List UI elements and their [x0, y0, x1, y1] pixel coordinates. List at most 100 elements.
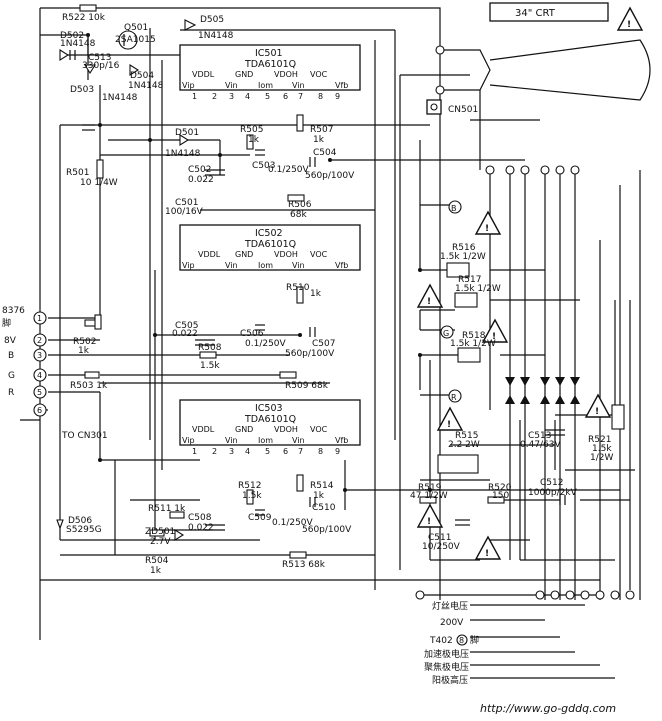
r516-body: [446, 262, 470, 278]
label-r520-val: 150: [492, 491, 509, 501]
ic503-pin-num: 3: [229, 447, 234, 456]
r504-body: [149, 529, 165, 537]
ic503-pin-vddl: VDDL: [192, 425, 215, 434]
warning-icon: !: [416, 283, 444, 308]
ic503-pin-voc: VOC: [310, 425, 328, 434]
ic503-pin-num: 2: [212, 447, 217, 456]
label-r508-val: 1.5k: [200, 361, 220, 371]
label-c512-val: 1000p/2kV: [528, 488, 578, 498]
label-q501-part: 2SA1015: [115, 35, 156, 45]
ic503-part: TDA6101Q: [244, 414, 296, 425]
cn501-label: CN501: [448, 105, 478, 115]
label-r517: R517: [458, 275, 481, 285]
label-c509-val: 0.1/250V: [272, 518, 314, 528]
label-r504: R504: [145, 556, 169, 566]
label-r512: R512: [238, 481, 261, 491]
ic501-pin-num: 2: [212, 92, 217, 101]
conn-pin-2: 2: [37, 336, 42, 345]
ic502-pin-vip: Vip: [182, 261, 195, 270]
wiring: [20, 7, 641, 679]
title-text: 34" CRT: [515, 8, 556, 19]
ic501-pin-gnd: GND: [235, 70, 253, 79]
label-r505: R505: [240, 125, 263, 135]
node-g: G: [443, 329, 449, 338]
label-200v: 200V: [440, 618, 464, 628]
r511-body: [169, 511, 185, 519]
label-anode-hv: 阳极高压: [432, 674, 468, 686]
label-r512-val: 1.5k: [242, 491, 262, 501]
left-connector: 1 2 3 4 5 6 8376 脚 8V B G R TO CN301: [2, 306, 108, 441]
label-r502: R502: [73, 337, 96, 347]
svg-text:!: !: [427, 517, 431, 527]
ic502-pin-voc: VOC: [310, 250, 328, 259]
r513-body: [289, 551, 307, 559]
label-c507: C507: [312, 339, 335, 349]
r507-body: [296, 114, 304, 132]
ic501-pin-num: 8: [318, 92, 323, 101]
svg-text:!: !: [447, 420, 451, 430]
label-r507-val: 1k: [313, 135, 325, 145]
label-c513b-val: 0.47/63V: [520, 440, 562, 450]
label-r515-val: 2.2 2W: [448, 440, 480, 450]
label-c505-val: 0.022: [172, 329, 198, 339]
label-r510: R510: [286, 283, 310, 293]
node-b: B: [451, 204, 457, 213]
conn-pin-1: 1: [37, 314, 42, 323]
ic501-pin-num: 3: [229, 92, 234, 101]
zd501-diode: [174, 529, 185, 541]
ic503-pin-num: 8: [318, 447, 323, 456]
label-c502-val: 0.022: [188, 175, 214, 185]
label-c511: C511: [428, 533, 451, 543]
label-d501-part: 1N4148: [165, 149, 201, 159]
label-d505-part: 1N4148: [198, 31, 234, 41]
warning-icon: !: [474, 535, 502, 560]
ic502-pin-vin2: Vin: [292, 261, 305, 270]
ic502-pin-vin: Vin: [225, 261, 238, 270]
label-c508: C508: [188, 513, 212, 523]
label-d502: D502: [60, 31, 84, 41]
label-t402-jiao: 脚: [470, 635, 479, 646]
label-d503: D503: [70, 85, 94, 95]
label-d503-part: 1N4148: [102, 93, 138, 103]
ic503-pin-num: 9: [335, 447, 340, 456]
d501-diode: [179, 134, 190, 146]
to-cn301: TO CN301: [61, 431, 108, 441]
label-d506: D506: [68, 516, 92, 526]
ic501-part: TDA6101Q: [244, 59, 296, 70]
label-t402: T402: [429, 636, 453, 646]
label-d505: D505: [200, 15, 224, 25]
label-r519: R519: [418, 483, 442, 493]
label-d501: D501: [175, 128, 199, 138]
d506-diode: [56, 519, 64, 530]
label-focus-voltage: 聚焦极电压: [424, 661, 469, 673]
svg-text:!: !: [492, 332, 496, 342]
label-c513: C513: [88, 53, 111, 63]
ic501-pin-num: 5: [265, 92, 270, 101]
ic501-pin-vdoh: VDOH: [274, 70, 298, 79]
label-r502-val: 1k: [78, 346, 90, 356]
label-d504-part: 1N4148: [128, 81, 164, 91]
warning-icon: !: [474, 210, 502, 235]
r515-body: [437, 454, 479, 474]
r508-body: [199, 351, 217, 359]
label-d502-part: 1N4148: [60, 39, 96, 49]
ic502-pin-vdoh: VDOH: [274, 250, 298, 259]
label-q501: Q501: [124, 23, 148, 33]
label-r521: R521: [588, 435, 611, 445]
conn-pin-3: 3: [37, 351, 42, 360]
label-r504-val: 1k: [150, 566, 162, 576]
label-c502: C502: [188, 165, 211, 175]
label-r513: R513 68k: [282, 560, 326, 570]
label-c506-val: 0.1/250V: [245, 339, 287, 349]
label-r514: R514: [310, 481, 334, 491]
label-t402-pin: 8: [459, 636, 464, 645]
ic503-pin-vip: Vip: [182, 436, 195, 445]
label-c504: C504: [313, 148, 337, 158]
ic502-name: IC502: [255, 228, 283, 239]
label-c508-val: 0.022: [188, 523, 214, 533]
d504-diode: [129, 64, 140, 76]
label-r517-val: 1.5k 1/2W: [455, 284, 501, 294]
title-box: [489, 2, 609, 22]
ic501-name: IC501: [255, 48, 283, 59]
label-r516-val: 1.5k 1/2W: [440, 252, 486, 262]
